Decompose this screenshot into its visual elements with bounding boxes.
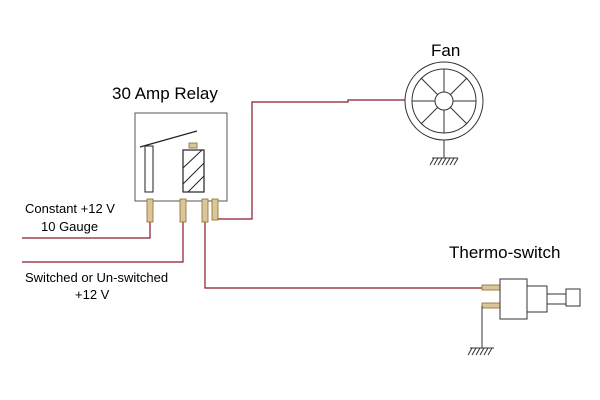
relay-contact-pole — [144, 145, 154, 193]
thermo-switch-title: Thermo-switch — [449, 243, 560, 262]
constant-12v-label: Constant +12 V — [25, 201, 115, 216]
relay-terminal-85 — [201, 198, 209, 223]
ground-icon — [429, 157, 459, 166]
relay-switch-arm — [139, 130, 198, 148]
wires — [22, 99, 500, 289]
fan-hub — [434, 91, 454, 111]
wire-relay-to-fan — [217, 99, 432, 220]
thermo-switch-terminal-bottom — [481, 302, 501, 309]
relay-coil-cap — [188, 142, 198, 149]
relay-terminal-86 — [179, 198, 187, 223]
relay-terminal-87 — [146, 198, 154, 223]
fan-spokes — [412, 69, 476, 133]
relay-title: 30 Amp Relay — [112, 84, 218, 103]
thermo-switch-icon — [481, 278, 581, 348]
thermo-switch-probe — [565, 288, 581, 307]
constant-gauge-label: 10 Gauge — [41, 219, 98, 234]
relay-terminals — [146, 198, 219, 223]
thermo-switch-terminal-top — [481, 284, 501, 291]
switched-voltage-label: +12 V — [75, 287, 110, 302]
relay-coil-winding — [182, 149, 205, 193]
fan-icon — [404, 61, 484, 158]
thermo-switch-flange — [526, 285, 548, 313]
relay-coil — [182, 149, 205, 193]
relay-terminal-30 — [211, 198, 219, 221]
thermo-switch-neck — [546, 293, 567, 305]
switched-12v-label: Switched or Un-switched — [25, 270, 168, 285]
wire-relay-to-thermo-switch — [204, 222, 500, 289]
wire-switched-12v — [22, 222, 184, 263]
ground-icon — [467, 347, 494, 356]
thermo-switch-body — [499, 278, 528, 320]
wire-constant-12v — [22, 222, 151, 239]
fan-title: Fan — [431, 41, 460, 60]
relay-icon — [134, 112, 228, 223]
